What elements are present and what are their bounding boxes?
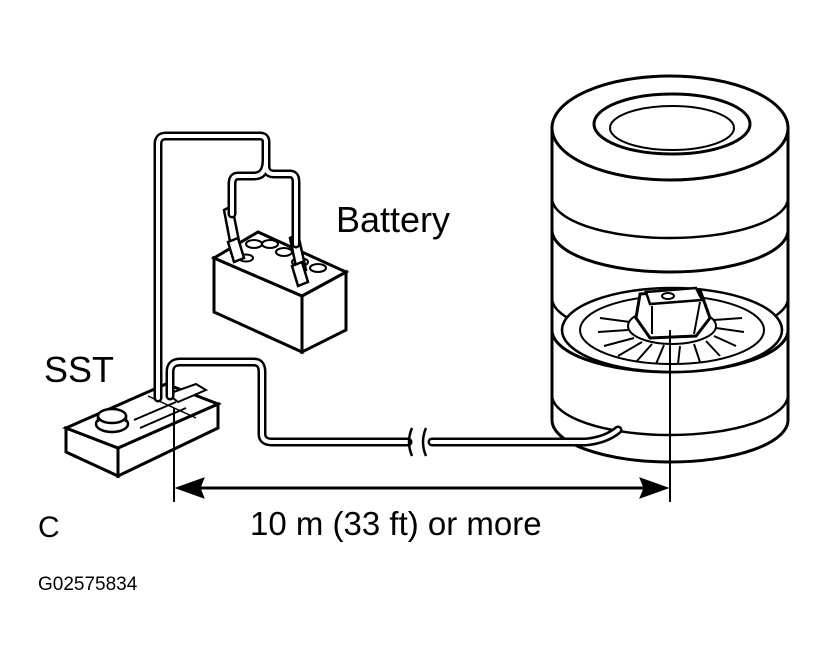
view-letter-label: C	[38, 511, 60, 544]
right-arrowhead	[639, 477, 670, 499]
distance-dimension	[173, 330, 671, 502]
left-arrowhead	[174, 477, 205, 499]
distance-label: 10 m (33 ft) or more	[250, 505, 542, 542]
sst-tool-box	[62, 382, 222, 479]
wheel-with-speaker	[560, 286, 784, 374]
battery-label: Battery	[336, 199, 451, 240]
sst-label: SST	[44, 349, 115, 390]
battery-icon	[210, 204, 350, 355]
cable-break-mark	[407, 427, 428, 457]
figure-code-label: G02575834	[38, 574, 138, 595]
